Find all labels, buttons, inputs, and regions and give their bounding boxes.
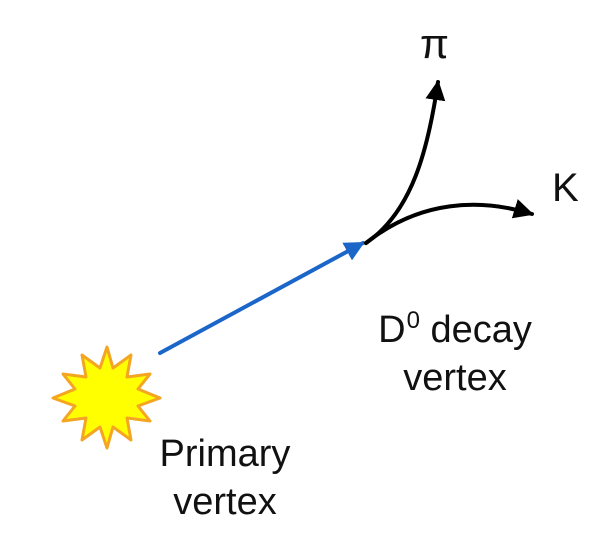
decay-vertex-label-line2: vertex	[403, 357, 507, 399]
kaon-track-arrow	[364, 199, 534, 245]
primary-vertex-label-line2: vertex	[173, 481, 277, 523]
primary-vertex-label: Primary vertex	[120, 432, 330, 524]
primary-vertex-burst-icon	[51, 345, 162, 450]
decay-vertex-label-line1: D0 decay	[350, 308, 560, 352]
d0-track-arrow	[158, 241, 365, 355]
decay-word: decay	[419, 309, 532, 351]
pion-label: π	[420, 20, 449, 67]
d-meson-symbol: D	[378, 309, 406, 351]
decay-vertex-label: D0 decay vertex	[350, 308, 560, 400]
kaon-label: K	[552, 166, 579, 210]
d-meson-superscript: 0	[406, 307, 420, 334]
primary-vertex-label-line1: Primary	[159, 433, 291, 475]
